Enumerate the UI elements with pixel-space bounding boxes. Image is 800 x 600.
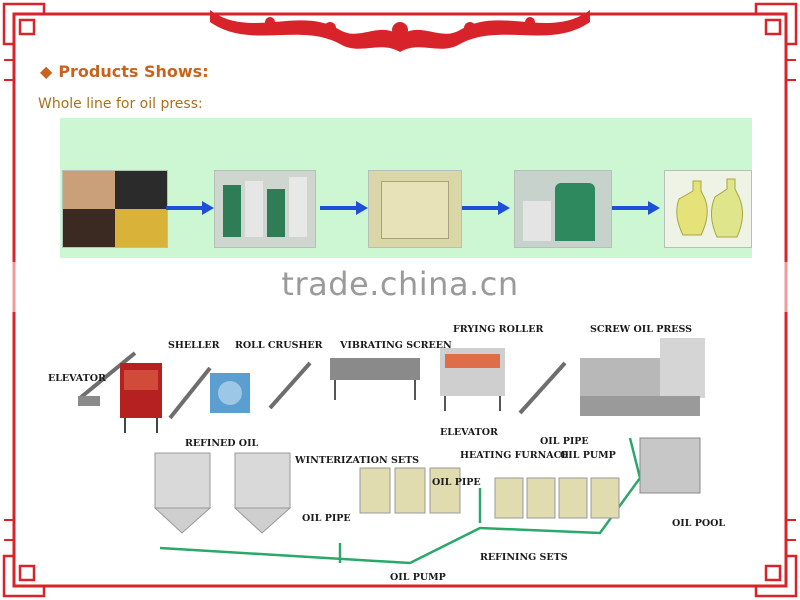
seeds-photo (62, 170, 168, 248)
sheller-machine (120, 363, 162, 433)
flow-arrow-icon (612, 201, 660, 215)
section-heading-text: Products Shows: (58, 62, 208, 81)
flow-arrow-icon (166, 201, 214, 215)
flow-arrow-icon (462, 201, 510, 215)
oil-pool (640, 438, 700, 493)
label-winterization-sets: WINTERIZATION SETS (294, 455, 419, 466)
watermark: trade.china.cn (0, 265, 800, 303)
label-oil-pipe-mid: OIL PIPE (432, 477, 481, 488)
label-vibrating-screen: VIBRATING SCREEN (339, 340, 452, 351)
label-frying-roller: FRYING ROLLER (453, 324, 543, 335)
winterization-sets (360, 468, 460, 513)
press-machine-photo (214, 170, 316, 248)
label-roll-crusher: ROLL CRUSHER (235, 340, 323, 351)
frying-roller-machine (440, 348, 505, 411)
roll-crusher-machine (170, 368, 250, 418)
section-heading: ◆ Products Shows: (40, 62, 209, 81)
storage-tank-photo (514, 170, 612, 248)
label-heating-furnace: HEATING FURNACE (460, 450, 568, 461)
section-subheading: Whole line for oil press: (38, 96, 203, 112)
edible-oil-photo (664, 170, 752, 248)
label-oil-pump-bottom: OIL PUMP (390, 572, 446, 583)
label-oil-pipe-left: OIL PIPE (302, 513, 351, 524)
label-oil-pipe-top: OIL PIPE (540, 436, 589, 447)
refining-sets (495, 478, 619, 518)
label-oil-pool: OIL POOL (672, 518, 725, 529)
label-refining-sets: REFINING SETS (480, 552, 568, 563)
label-sheller: SHELLER (168, 340, 220, 351)
elevator-mid (520, 363, 565, 413)
process-photo-strip (60, 118, 752, 258)
vibrating-screen-machine (270, 358, 420, 408)
flow-arrow-icon (320, 201, 368, 215)
oil-bottle-icon (665, 171, 751, 247)
screw-oil-press-machine (580, 338, 705, 416)
label-elevator-left: ELEVATOR (48, 373, 106, 384)
label-screw-oil-press: SCREW OIL PRESS (590, 324, 692, 335)
label-oil-pump-top: OIL PUMP (560, 450, 616, 461)
refining-tank-photo (368, 170, 462, 248)
label-elevator-mid: ELEVATOR (440, 427, 498, 438)
diamond-bullet-icon: ◆ (40, 62, 52, 81)
label-refined-oil: REFINED OIL (185, 438, 259, 449)
refined-oil-tanks (155, 453, 290, 533)
process-line-diagram: SHELLER ROLL CRUSHER VIBRATING SCREEN FR… (40, 318, 760, 588)
